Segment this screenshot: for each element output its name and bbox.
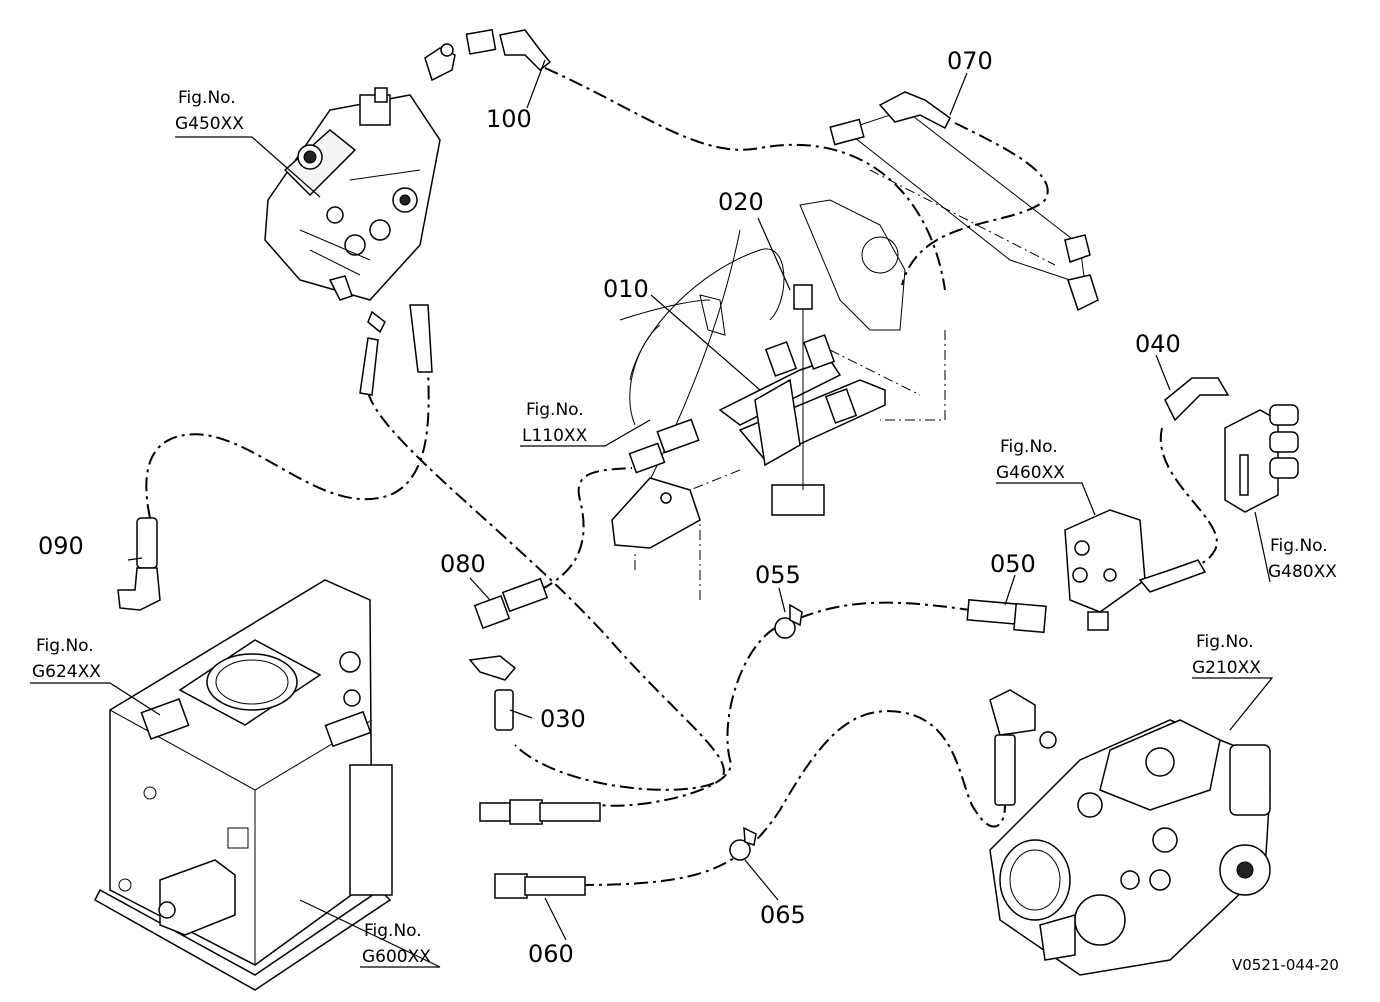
fig-ref-g624: Fig.No. G624XX <box>32 636 101 682</box>
hose-060 <box>579 710 1006 886</box>
hydraulic-tank <box>94 579 393 991</box>
fitting-050 <box>966 599 1047 634</box>
hose-055 <box>599 627 776 807</box>
svg-text:Fig.No.: Fig.No. <box>526 400 584 420</box>
hose-080 <box>539 467 633 591</box>
fitting-090 <box>117 517 161 611</box>
hose-040 <box>1159 427 1218 567</box>
leader-lines <box>30 59 1274 968</box>
fitting-060 <box>479 799 601 899</box>
part-label-080: 080 <box>440 550 486 578</box>
tank-mount-bracket <box>611 477 701 549</box>
fig-ref-g210: Fig.No. G210XX <box>1192 632 1261 678</box>
fitting-100 <box>440 28 552 72</box>
fitting-030 <box>468 655 517 731</box>
part-label-010: 010 <box>603 275 649 303</box>
fitting-070 <box>829 91 1099 312</box>
hose-100 <box>544 67 946 291</box>
clamp-055 <box>774 603 803 639</box>
svg-text:Fig.No.: Fig.No. <box>1270 536 1328 556</box>
valve-block-g480 <box>1164 377 1299 513</box>
part-number-labels: 100 070 020 010 040 090 080 055 050 030 … <box>38 47 1181 968</box>
control-valve-assembly <box>264 47 456 396</box>
svg-text:G460XX: G460XX <box>996 463 1065 483</box>
hydraulic-pump <box>989 689 1271 976</box>
fitting-080 <box>473 577 549 630</box>
part-label-040: 040 <box>1135 330 1181 358</box>
part-label-055: 055 <box>755 561 801 589</box>
part-label-100: 100 <box>486 105 532 133</box>
hose-020-long <box>367 391 725 791</box>
fig-ref-g460: Fig.No. G460XX <box>996 437 1065 483</box>
svg-text:L110XX: L110XX <box>522 426 588 446</box>
part-label-050: 050 <box>990 550 1036 578</box>
svg-text:G210XX: G210XX <box>1192 658 1261 678</box>
part-label-020: 020 <box>718 188 764 216</box>
valve-block-g460 <box>1064 509 1207 631</box>
part-label-090: 090 <box>38 532 84 560</box>
svg-text:G450XX: G450XX <box>175 114 244 134</box>
svg-text:G480XX: G480XX <box>1268 562 1337 582</box>
svg-text:Fig.No.: Fig.No. <box>36 636 94 656</box>
svg-text:G600XX: G600XX <box>362 947 431 967</box>
svg-text:Fig.No.: Fig.No. <box>178 88 236 108</box>
fig-ref-g600: Fig.No. G600XX <box>362 921 431 967</box>
hose-070 <box>901 122 1049 286</box>
svg-text:Fig.No.: Fig.No. <box>1196 632 1254 652</box>
part-label-030: 030 <box>540 705 586 733</box>
fig-ref-l110: Fig.No. L110XX <box>522 400 588 446</box>
clamp-065 <box>729 826 757 861</box>
svg-text:Fig.No.: Fig.No. <box>1000 437 1058 457</box>
figure-references: Fig.No. G450XX Fig.No. L110XX Fig.No. G4… <box>32 88 1337 967</box>
svg-text:G624XX: G624XX <box>32 662 101 682</box>
fig-ref-g480: Fig.No. G480XX <box>1268 536 1337 582</box>
part-label-070: 070 <box>947 47 993 75</box>
hose-090 <box>145 369 430 519</box>
hose-050 <box>799 601 971 619</box>
part-label-065: 065 <box>760 901 806 929</box>
manifold-010 <box>628 284 886 516</box>
svg-text:Fig.No.: Fig.No. <box>364 921 422 941</box>
drawing-code: V0521-044-20 <box>1232 956 1339 974</box>
part-label-060: 060 <box>528 940 574 968</box>
fig-ref-g450: Fig.No. G450XX <box>175 88 244 134</box>
